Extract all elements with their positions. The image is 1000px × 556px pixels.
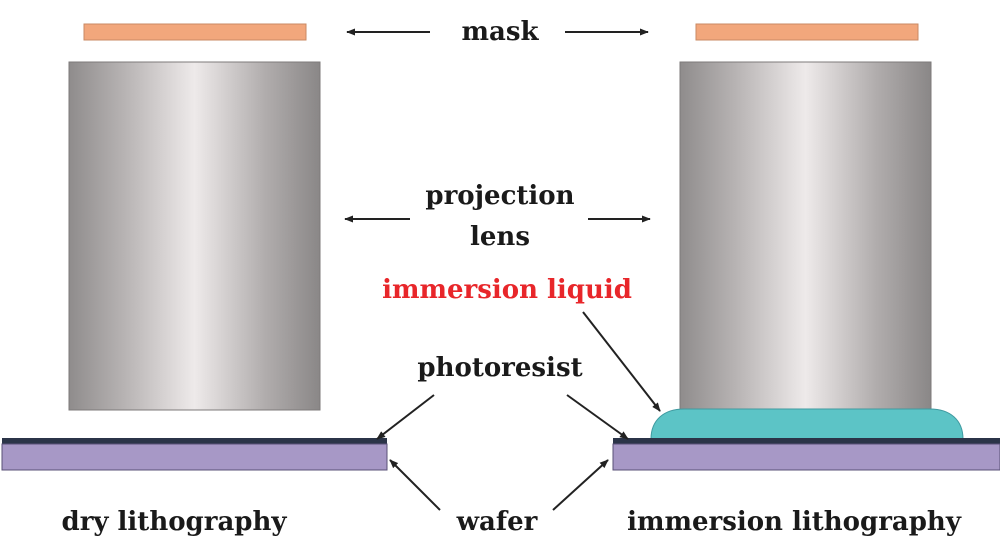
wafer-left (1, 443, 388, 471)
mask-label: mask (461, 17, 539, 47)
photoresist-right (613, 438, 1000, 444)
liquid-arrow (582, 311, 661, 412)
projection-label-line2: lens (470, 222, 530, 252)
wafer-arrow-left (389, 459, 441, 511)
mask-left (83, 23, 307, 41)
immersion-lithography-label: immersion lithography (627, 507, 962, 537)
mask-right (695, 23, 919, 41)
wafer-right (612, 443, 1000, 471)
projection-lens-right (679, 61, 932, 411)
immersion-liquid-drop (650, 408, 964, 440)
immersion-liquid-label: immersion liquid (382, 275, 632, 305)
photoresist-left (2, 438, 387, 444)
photoresist-arrow-right (566, 394, 629, 440)
projection-label-line1: projection (425, 181, 574, 211)
photoresist-label: photoresist (417, 353, 582, 383)
photoresist-arrow-left (376, 394, 435, 440)
wafer-arrow-right (552, 459, 609, 511)
arrows (344, 28, 661, 511)
wafer-label: wafer (456, 507, 538, 537)
projection-lens-left (68, 61, 321, 411)
dry-lithography-label: dry lithography (62, 507, 288, 537)
